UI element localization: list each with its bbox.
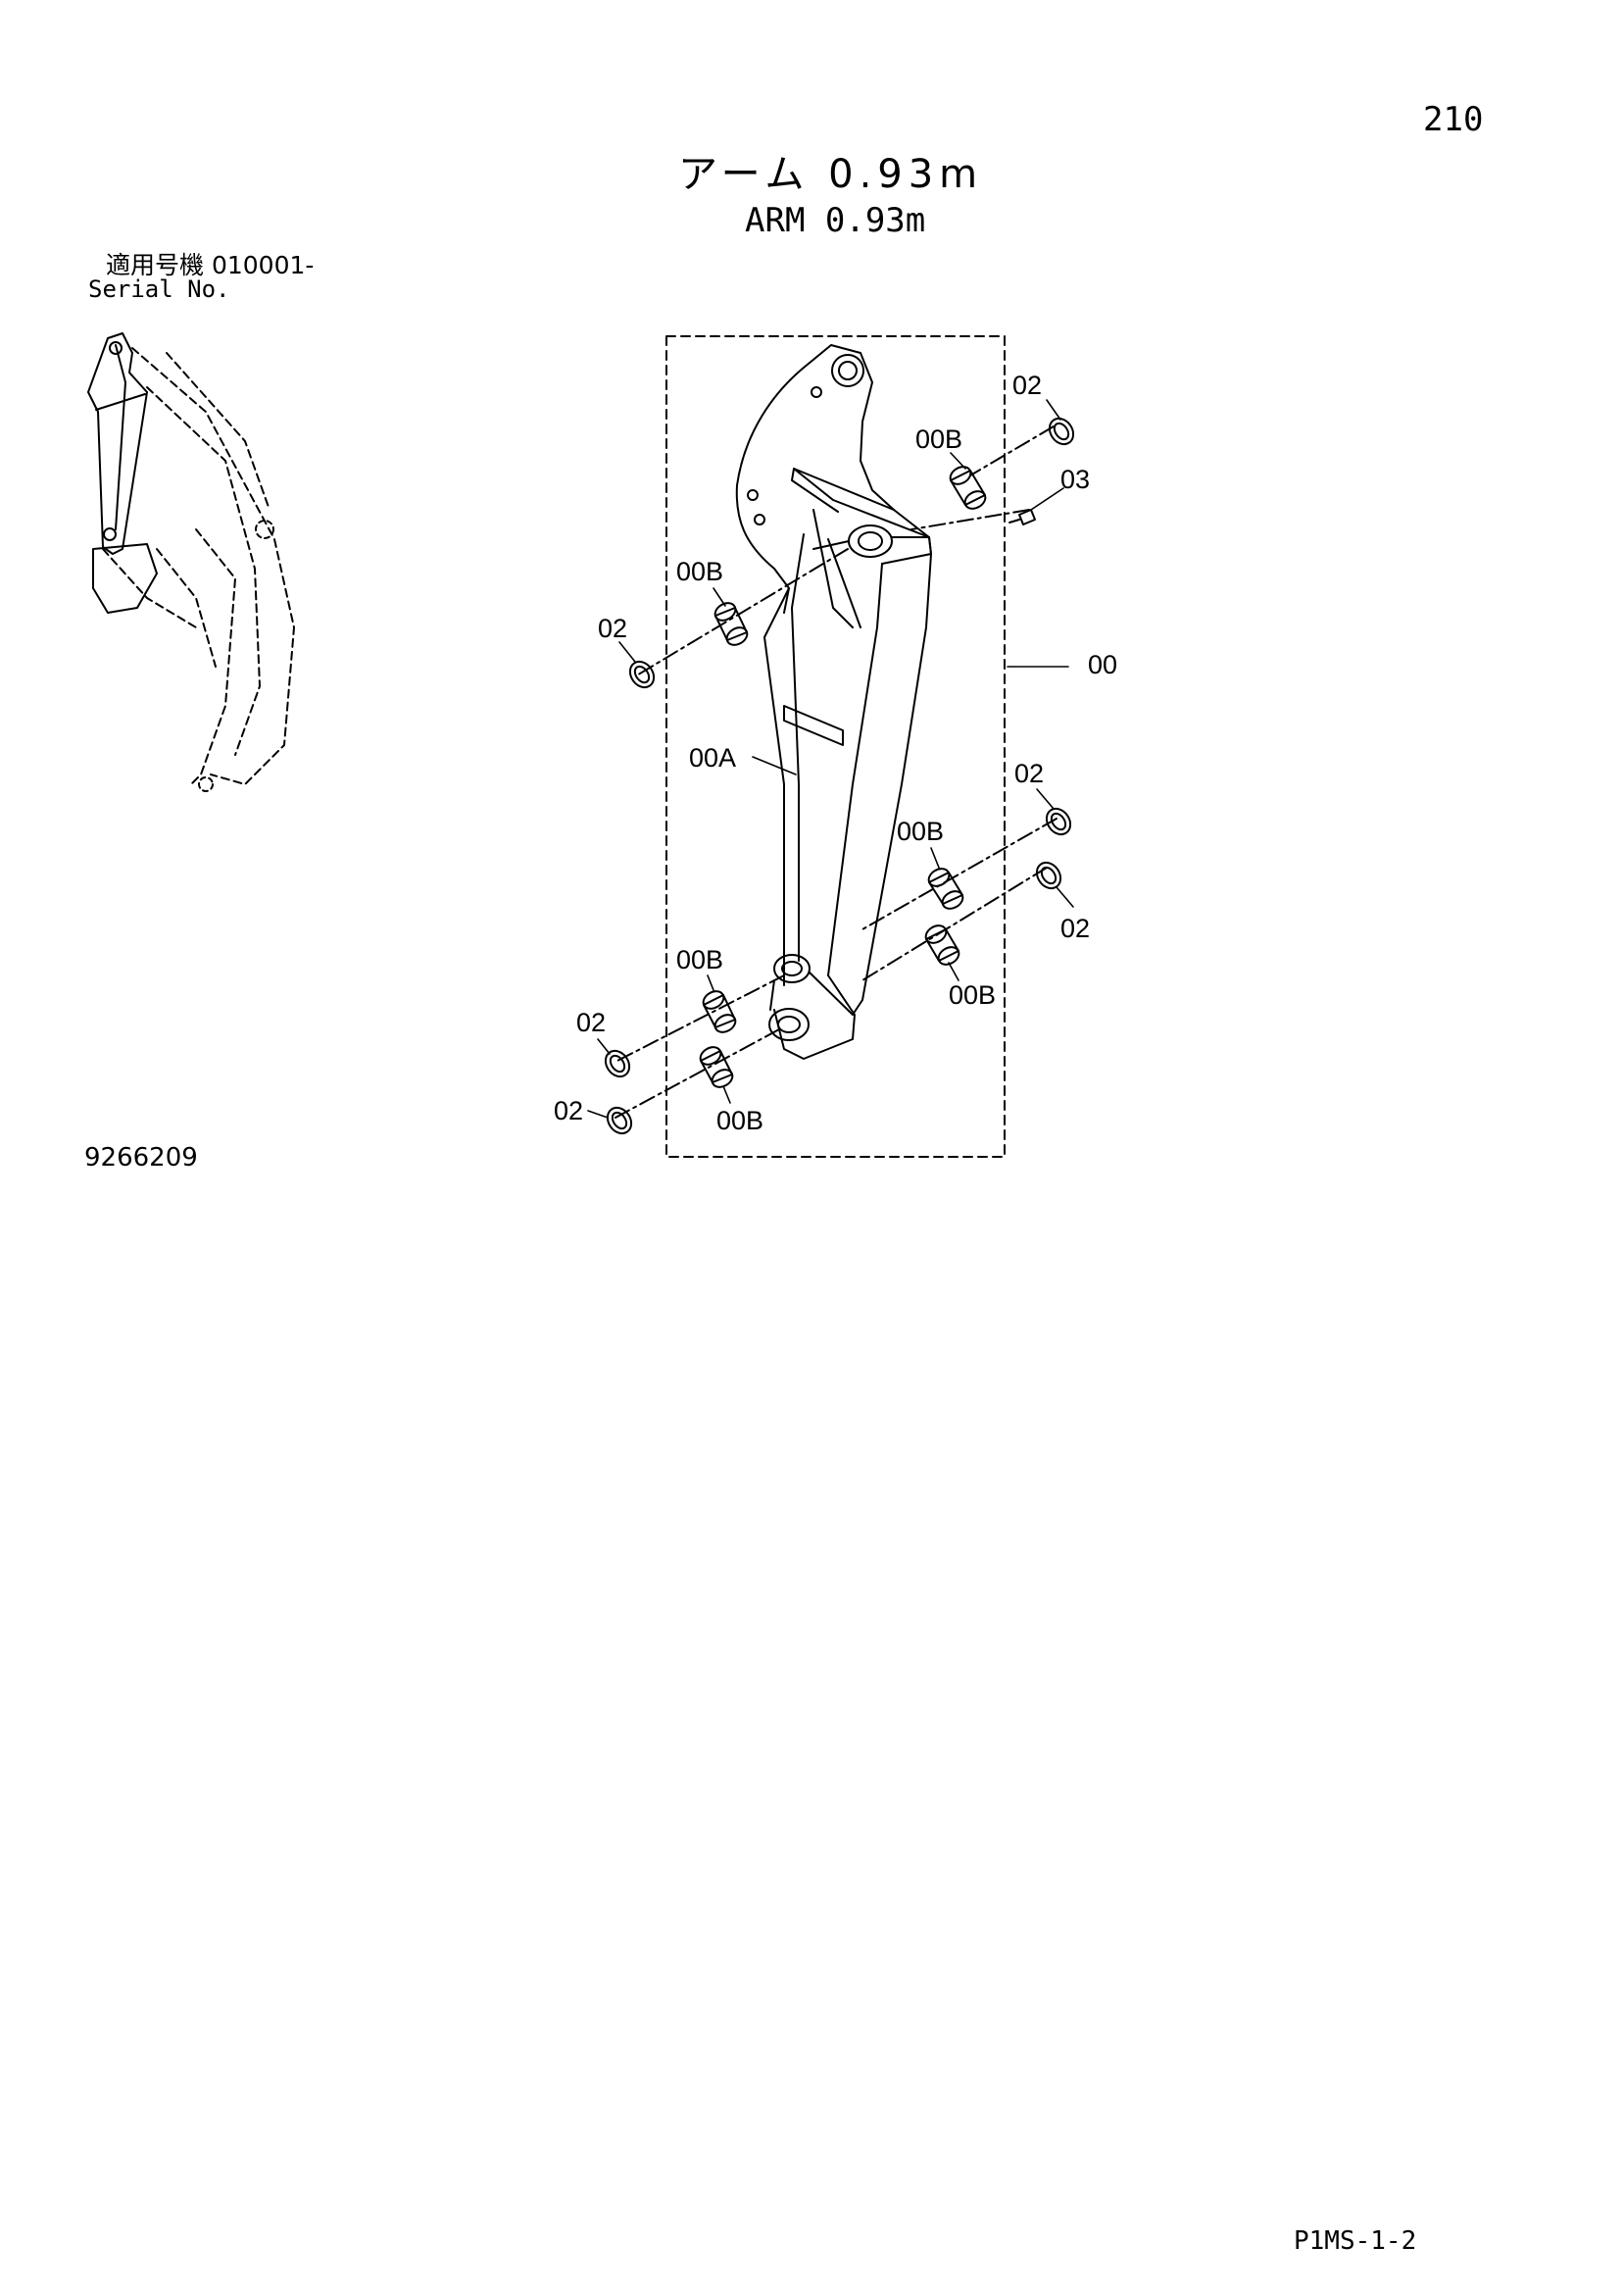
callout-bushing-mid-right-b: 00B	[949, 980, 996, 1010]
rings	[604, 417, 1075, 1135]
callout-ring-mid-right-b: 02	[1060, 914, 1090, 943]
assembly-boundary	[665, 335, 1006, 1158]
title-english: ARM 0.93m	[745, 201, 926, 240]
grease-fitting	[1008, 509, 1036, 525]
callout-ring-lower-left-b: 02	[554, 1096, 583, 1125]
figure-number: 9266209	[84, 1143, 198, 1173]
callout-bushing-lower-left-b: 00B	[716, 1106, 763, 1135]
page-number: 210	[1423, 100, 1484, 139]
arm-body	[735, 344, 932, 1060]
bushings	[699, 466, 987, 1088]
callout-arm-body: 00A	[689, 743, 736, 773]
callout-bushing-mid-right-a: 00B	[897, 817, 944, 846]
serial-label-japanese: 適用号機 010001-	[106, 251, 315, 279]
callout-bushing-upper-left: 00B	[676, 557, 723, 586]
callout-labels: 00 00A 00B 00B 00B 00B 00B 00B 02 02 02 …	[554, 371, 1117, 1135]
leader-lines	[587, 399, 1074, 1119]
axis-lines	[615, 425, 1057, 1119]
callout-ring-lower-left-a: 02	[576, 1008, 606, 1037]
page-code: P1MS-1-2	[1294, 2226, 1417, 2256]
callout-assembly: 00	[1088, 650, 1117, 679]
serial-label-english: Serial No.	[88, 275, 230, 303]
callout-bushing-lower-left-a: 00B	[676, 945, 723, 974]
callout-grease-fitting: 03	[1060, 465, 1090, 494]
callout-ring-mid-right-a: 02	[1014, 759, 1044, 788]
title-japanese: アーム 0.93m	[678, 152, 984, 197]
callout-ring-upper-right: 02	[1012, 371, 1042, 400]
callout-ring-upper-left: 02	[598, 614, 627, 643]
locator-thumbnail	[87, 332, 295, 792]
callout-bushing-upper-right: 00B	[915, 424, 962, 454]
